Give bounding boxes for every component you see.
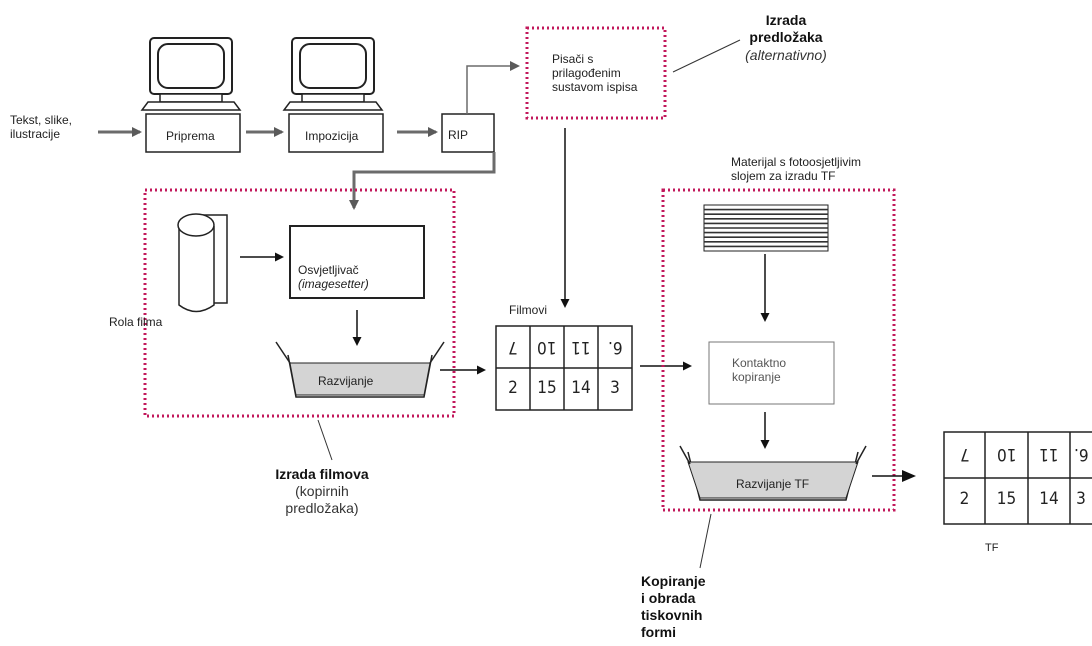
kopiranje-title-line2: i obrada [641,590,696,606]
kopiranje-title-line4: formi [641,624,676,640]
impozicija-box [288,113,384,153]
impozicija-label: Impozicija [305,129,359,143]
izrada-predlozaka-title-line2: predložaka [749,29,823,45]
pisaci-label-line3: sustavom ispisa [552,80,638,94]
pisaci-label-line2: prilagođenim [552,66,621,80]
izrada-filmova-frame [143,188,456,418]
input-label-line1: Tekst, slike, [10,113,73,127]
filmovi-cell: 7 [508,337,518,357]
arrow-rip-to-pisaci [466,61,520,114]
tf-grid [943,431,1092,525]
filmovi-cell: 6. [607,337,623,357]
tf-cell: 15 [996,489,1017,509]
izrada-predlozaka-title-line1: Izrada [765,12,807,28]
kontaktno-label-line2: kopiranje [732,370,781,384]
kopiranje-title-line3: tiskovnih [641,607,703,623]
rola-filma-label: Rola filma [109,315,163,329]
izrada-filmova-callout-line [317,419,333,461]
filmovi-label: Filmovi [509,303,547,317]
filmovi-cell: 10 [537,337,557,357]
computer-icon-priprema [140,37,242,111]
tf-cell: 11 [1039,444,1059,464]
filmovi-cell: 11 [571,337,591,357]
izrada-filmova-title: Izrada filmova [275,466,369,482]
input-label-line2: ilustracije [10,127,61,141]
priprema-box [145,113,241,153]
tf-cell: 6. [1073,444,1089,464]
osvjetljivac-label-line1: Osvjetljivač [298,263,359,277]
filmovi-grid [495,325,633,411]
tf-label: TF [985,542,999,554]
filmovi-cell: 3 [610,378,620,398]
kontaktno-box [708,341,835,405]
materijal-label-line1: Materijal s fotoosjetljivim [731,155,862,169]
tf-cell: 2 [959,489,970,509]
priprema-label: Priprema [166,129,215,143]
material-stripes [704,208,828,248]
pisaci-frame [525,26,667,120]
razvijanje-label: Razvijanje [318,374,374,388]
filmovi-cell: 15 [537,378,557,398]
rip-box [441,113,495,153]
pisaci-callout-line [672,39,741,73]
izrada-predlozaka-subtitle: (alternativno) [745,47,827,63]
tf-cell: 10 [996,444,1017,464]
filmovi-cell: 2 [508,378,518,398]
razvijanje-tf-label: Razvijanje TF [736,477,810,491]
filmovi-cell: 14 [571,378,591,398]
film-roll-icon [177,213,228,313]
computer-icon-impozicija [282,37,384,111]
izrada-filmova-subtitle-line1: (kopirnih [295,483,349,499]
tf-cell: 14 [1039,489,1059,509]
materijal-label-line2: slojem za izradu TF [731,169,836,183]
pisaci-label-line1: Pisači s [552,52,594,66]
kopiranje-title-line1: Kopiranje [641,573,706,589]
osvjetljivac-box [289,225,425,299]
kopiranje-frame [661,188,896,512]
izrada-filmova-subtitle-line2: predložaka) [285,500,359,516]
osvjetljivac-label-line2: (imagesetter) [298,277,369,291]
kopiranje-callout-line [699,513,712,569]
razvijanje-tank [275,341,445,398]
tf-cell: 3 [1076,489,1086,509]
kontaktno-label-line1: Kontaktno [732,356,787,370]
tf-cell: 7 [959,444,970,464]
rip-label: RIP [448,128,469,142]
razvijanje-tf-tank [679,445,867,501]
arrow-rip-to-osvjetljivac [349,152,496,210]
